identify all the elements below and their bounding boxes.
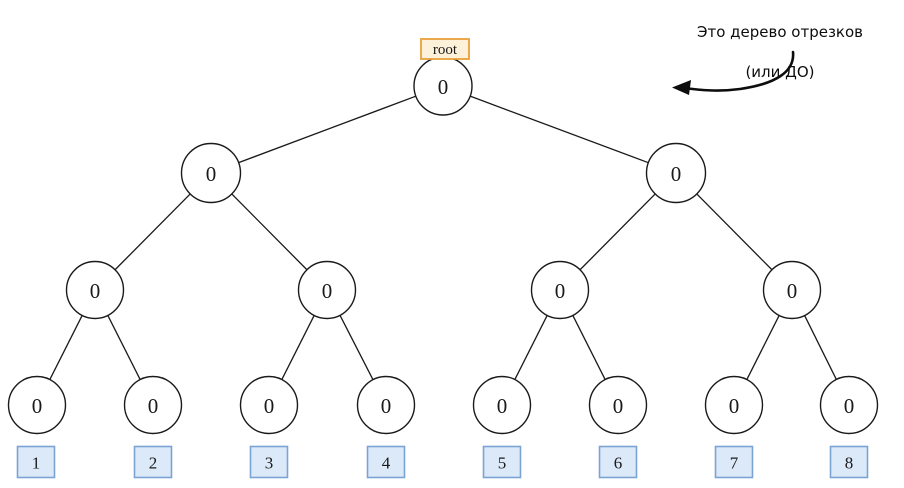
tree-node[interactable]: 0 <box>297 260 357 320</box>
tree-edge <box>469 95 649 164</box>
tree-node-circle <box>123 375 183 435</box>
root-tag-label: root <box>433 42 458 58</box>
leaf-index-box[interactable]: 3 <box>249 445 289 479</box>
tree-node[interactable]: 0 <box>530 260 590 320</box>
leaf-index-box[interactable]: 8 <box>829 445 869 479</box>
tree-node[interactable]: 0 <box>356 375 416 435</box>
leaf-index-box-label: 2 <box>149 454 158 473</box>
tree-edge <box>107 315 141 380</box>
tree-edge <box>696 193 773 271</box>
tree-node-circle <box>645 142 707 204</box>
tree-node-value: 0 <box>206 162 217 186</box>
leaf-index-box[interactable]: 6 <box>598 445 638 479</box>
leaf-index-box[interactable]: 5 <box>482 445 522 479</box>
tree-edge <box>281 315 315 380</box>
tree-edges <box>49 95 837 380</box>
leaf-index-box-rect <box>714 445 754 479</box>
leaf-index-box-rect <box>598 445 638 479</box>
tree-node-circle <box>180 142 242 204</box>
tree-node-value: 0 <box>264 394 275 418</box>
leaf-index-box[interactable]: 2 <box>133 445 173 479</box>
leaf-index-box-label: 7 <box>730 454 739 473</box>
tree-node-circle <box>819 375 879 435</box>
tree-node[interactable]: 0 <box>645 142 707 204</box>
tree-node-value: 0 <box>729 394 740 418</box>
leaf-index-box[interactable]: 4 <box>366 445 406 479</box>
leaf-index-box-label: 4 <box>382 454 391 473</box>
tree-node-value: 0 <box>322 279 333 303</box>
leaf-index-box-label: 1 <box>32 454 41 473</box>
leaf-index-box-rect <box>829 445 869 479</box>
tree-node-circle <box>762 260 822 320</box>
tree-edge <box>238 95 417 164</box>
tree-node-circle <box>704 375 764 435</box>
leaf-index-box-label: 8 <box>845 454 854 473</box>
tree-nodes: 0 0 0 0 0 0 0 0 0 0 0 0 0 0 0 <box>7 56 879 435</box>
tree-node-circle <box>530 260 590 320</box>
leaf-index-box-label: 6 <box>614 454 623 473</box>
tree-node[interactable]: 0 <box>472 375 532 435</box>
tree-node-circle <box>588 375 648 435</box>
tree-edge <box>746 315 780 380</box>
tree-edge <box>572 315 606 380</box>
root-tag: root <box>420 38 470 60</box>
tree-node[interactable]: 0 <box>239 375 299 435</box>
tree-node[interactable]: 0 <box>704 375 764 435</box>
tree-node[interactable]: 0 <box>762 260 822 320</box>
tree-node[interactable]: 0 <box>180 142 242 204</box>
leaf-index-box-rect <box>482 445 522 479</box>
annotation-callout: Это дерево отрезков (или ДО) <box>665 2 895 102</box>
tree-node-value: 0 <box>555 279 566 303</box>
tree-node-circle <box>356 375 416 435</box>
tree-edge <box>804 315 837 380</box>
tree-edge <box>514 315 548 380</box>
leaf-index-box-label: 5 <box>498 454 507 473</box>
tree-node-value: 0 <box>32 394 43 418</box>
tree-node-circle <box>239 375 299 435</box>
tree-node-circle <box>65 260 125 320</box>
tree-node-value: 0 <box>613 394 624 418</box>
leaf-index-box-label: 3 <box>265 454 274 473</box>
tree-node-value: 0 <box>671 162 682 186</box>
tree-edge <box>231 193 308 271</box>
tree-node[interactable]: 0 <box>588 375 648 435</box>
tree-node-value: 0 <box>787 279 798 303</box>
tree-node-circle <box>7 375 67 435</box>
tree-node[interactable]: 0 <box>7 375 67 435</box>
leaf-index-box[interactable]: 1 <box>16 445 56 479</box>
tree-edge <box>579 193 656 271</box>
leaf-index-box-rect <box>366 445 406 479</box>
tree-node[interactable]: 0 <box>65 260 125 320</box>
tree-node-value: 0 <box>148 394 159 418</box>
tree-node[interactable]: 0 <box>123 375 183 435</box>
leaf-index-box-rect <box>249 445 289 479</box>
tree-node-value: 0 <box>438 75 449 99</box>
curved-arrow-left-icon <box>672 50 795 95</box>
tree-node-value: 0 <box>497 394 508 418</box>
annotation-line-1: Это дерево отрезков <box>696 23 863 41</box>
tree-node-value: 0 <box>844 394 855 418</box>
leaf-index-box-rect <box>16 445 56 479</box>
leaf-index-box-rect <box>133 445 173 479</box>
tree-edge <box>339 315 374 380</box>
tree-node-value: 0 <box>381 394 392 418</box>
tree-edge <box>114 193 191 271</box>
tree-edge <box>49 315 83 380</box>
tree-node-value: 0 <box>90 279 101 303</box>
root-tag-rect <box>420 38 470 60</box>
tree-node-circle <box>297 260 357 320</box>
tree-node[interactable]: 0 <box>413 56 473 116</box>
tree-node[interactable]: 0 <box>819 375 879 435</box>
leaf-index-boxes: 1 2 3 4 5 6 7 8 <box>16 445 869 479</box>
leaf-index-box[interactable]: 7 <box>714 445 754 479</box>
tree-node-circle <box>472 375 532 435</box>
annotation-line-2: (или ДО) <box>745 63 815 81</box>
